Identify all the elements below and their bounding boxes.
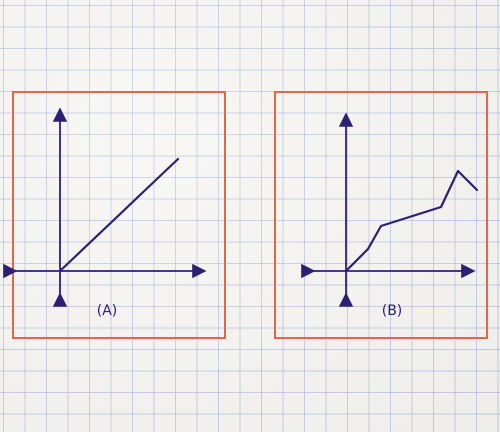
panel-a-diagram: (A): [3, 107, 207, 319]
panel-b-curve: [344, 169, 479, 273]
panel-b-frame: [274, 91, 488, 339]
panel-a-line: [58, 157, 180, 273]
panel-a-frame: [12, 91, 226, 339]
panel-b-label: (B): [382, 303, 403, 319]
panel-a-label: (A): [97, 303, 118, 319]
panel-b-diagram: (B): [301, 112, 479, 319]
